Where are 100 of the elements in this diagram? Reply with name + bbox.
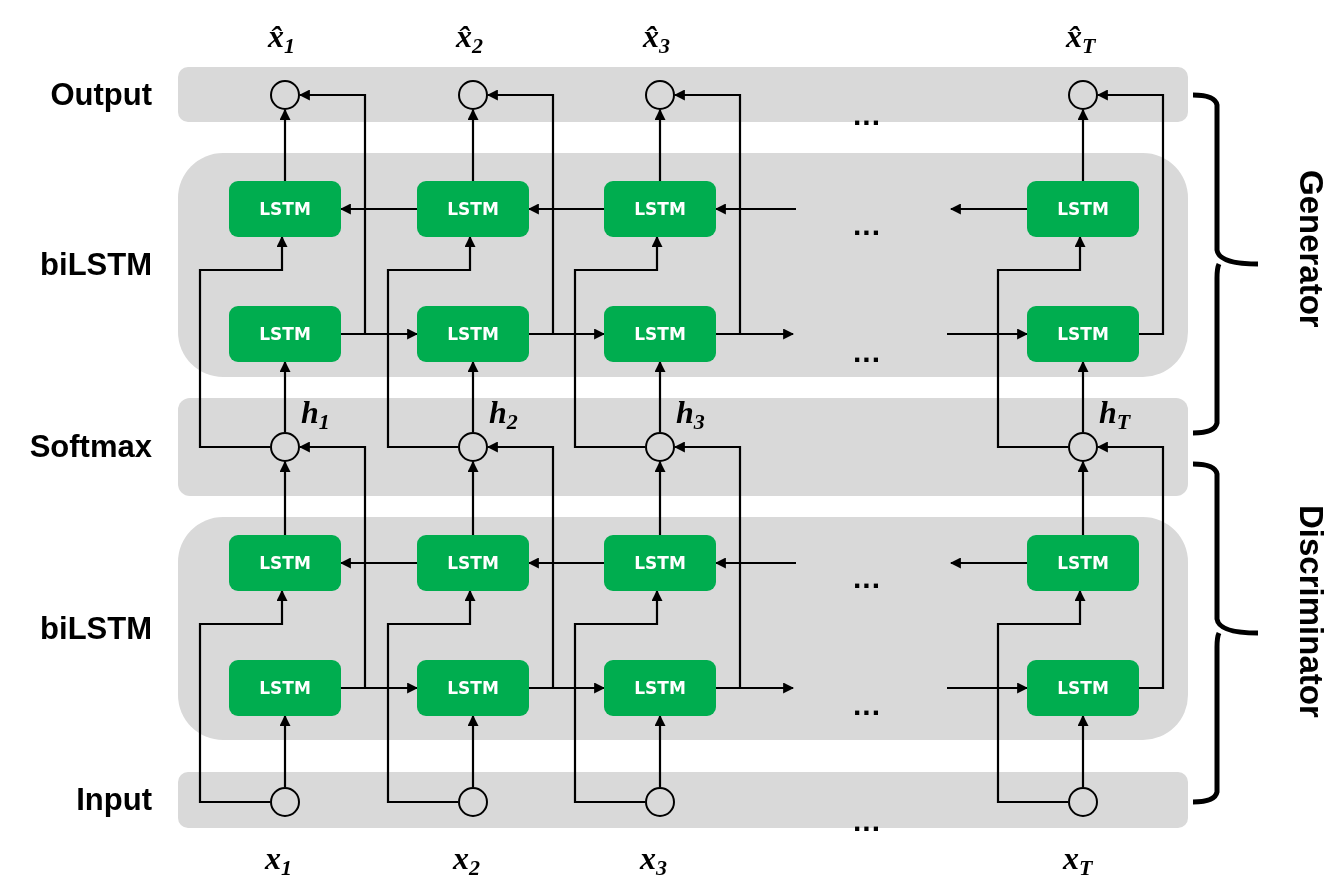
arrow [996, 589, 1086, 804]
arrow [949, 203, 1027, 215]
arrow [1096, 89, 1165, 336]
node-circle [270, 432, 300, 462]
lstm-cell [1027, 660, 1139, 716]
ellipsis: ... [853, 806, 881, 836]
arrow [279, 714, 291, 787]
lstm-cell [604, 535, 716, 591]
node-circle [458, 432, 488, 462]
node-circle [645, 80, 675, 110]
arrow [529, 682, 606, 694]
variable-label: h$_{T}$ [1099, 396, 1131, 433]
arrow [673, 441, 742, 690]
cell-label: LSTM [1057, 199, 1109, 219]
arrow [486, 89, 555, 336]
cell-label: LSTM [447, 324, 499, 344]
cell-label: LSTM [1057, 553, 1109, 573]
arrow [339, 557, 417, 569]
variable-label: x$_{T}$ [1063, 842, 1093, 875]
cell-label: LSTM [634, 324, 686, 344]
arrow [714, 557, 796, 569]
lstm-cell [1027, 535, 1139, 591]
arrow [1077, 714, 1089, 787]
group-label: Discriminator [1292, 505, 1327, 718]
arrow [198, 589, 288, 804]
cell-label: LSTM [1057, 324, 1109, 344]
arrow [527, 557, 604, 569]
node-circle [458, 787, 488, 817]
layer-label: biLSTM [40, 610, 152, 647]
arrow [386, 589, 476, 804]
variable-label: x$_{3}$ [640, 842, 667, 875]
arrow [673, 89, 742, 336]
ellipsis: ... [853, 210, 881, 240]
node-circle [1068, 432, 1098, 462]
lstm-cell [417, 181, 529, 237]
arrow [341, 328, 419, 340]
arrow [198, 235, 288, 449]
cell-label: LSTM [1057, 678, 1109, 698]
cell-label: LSTM [447, 553, 499, 573]
variable-label: h$_{1}$ [301, 396, 330, 433]
arrow [654, 460, 666, 535]
lstm-cell [604, 660, 716, 716]
lstm-cell [417, 535, 529, 591]
cell-label: LSTM [634, 678, 686, 698]
arrow [716, 682, 795, 694]
lstm-cell [604, 181, 716, 237]
layer-label: Output [50, 76, 152, 113]
arrow [654, 108, 666, 181]
cell-label: LSTM [259, 678, 311, 698]
lstm-cell [229, 306, 341, 362]
arrow [654, 714, 666, 787]
cell-label: LSTM [634, 199, 686, 219]
arrow [279, 108, 291, 181]
arrow [486, 441, 555, 690]
arrow [529, 328, 606, 340]
cell-label: LSTM [259, 324, 311, 344]
arrow [386, 235, 476, 449]
arrow [467, 714, 479, 787]
node-circle [645, 787, 675, 817]
variable-label: x̂$_{1}$ [268, 20, 295, 57]
arrow [339, 203, 417, 215]
cell-label: LSTM [259, 553, 311, 573]
arrow [1077, 108, 1089, 181]
arrow [298, 89, 367, 336]
layer-label: Softmax [29, 429, 152, 465]
cell-label: LSTM [259, 199, 311, 219]
node-circle [645, 432, 675, 462]
ellipsis: ... [853, 563, 881, 593]
lstm-cell [1027, 181, 1139, 237]
lstm-cell [229, 660, 341, 716]
arrow [947, 328, 1029, 340]
ellipsis: ... [853, 100, 881, 130]
arrow [573, 235, 663, 449]
lstm-cell [1027, 306, 1139, 362]
group-label: Generator [1292, 170, 1327, 328]
arrow [467, 360, 479, 432]
lstm-cell [229, 181, 341, 237]
ellipsis: ... [853, 337, 881, 367]
variable-label: x$_{2}$ [453, 842, 480, 875]
arrow [279, 460, 291, 535]
node-circle [458, 80, 488, 110]
arrow [1077, 360, 1089, 432]
arrow [467, 460, 479, 535]
arrow [654, 360, 666, 432]
variable-label: x̂$_{2}$ [456, 20, 483, 57]
node-circle [1068, 787, 1098, 817]
arrow [947, 682, 1029, 694]
cell-label: LSTM [447, 199, 499, 219]
arrow [573, 589, 663, 804]
node-circle [270, 787, 300, 817]
arrow [1096, 441, 1165, 690]
lstm-cell [229, 535, 341, 591]
arrow [298, 441, 367, 690]
arrow [467, 108, 479, 181]
variable-label: h$_{2}$ [489, 396, 518, 433]
arrow [341, 682, 419, 694]
arrow [949, 557, 1027, 569]
variable-label: h$_{3}$ [676, 396, 705, 433]
lstm-cell [604, 306, 716, 362]
arrow [996, 235, 1086, 449]
